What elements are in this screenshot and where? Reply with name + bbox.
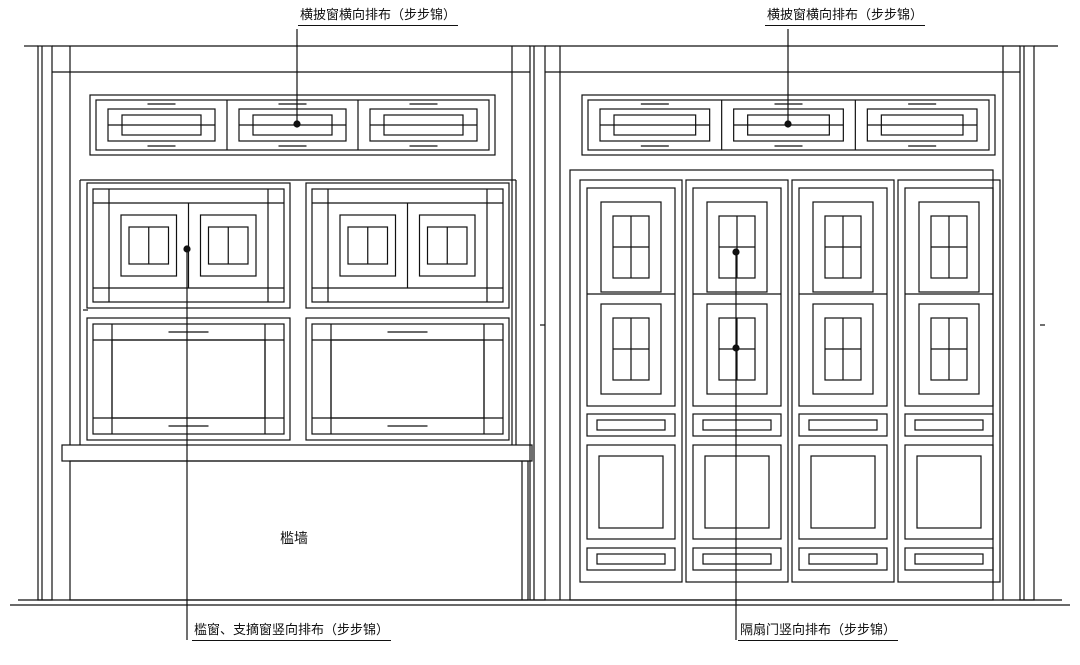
transom-windows — [89, 94, 996, 156]
door-label: 隔扇门竖向排布（步步锦） — [738, 623, 899, 641]
lattice-bar — [918, 201, 980, 293]
door-rail-panel — [692, 547, 782, 571]
lattice-bar — [199, 214, 257, 277]
lattice-bar — [880, 114, 964, 136]
door-rail-panel — [904, 547, 994, 571]
window-sash — [92, 323, 285, 435]
door-skirt-inner — [598, 455, 664, 529]
door-rail-slot — [808, 553, 878, 565]
lattice-bar — [383, 114, 464, 136]
lattice-bar — [600, 201, 662, 293]
leader-dot — [732, 344, 740, 352]
lattice-bar — [120, 214, 178, 277]
door-skirt-panel — [586, 444, 676, 540]
column — [37, 45, 53, 601]
window-sash — [92, 188, 285, 303]
door-frame — [685, 179, 789, 583]
sill-wall — [69, 460, 529, 601]
lattice-bar — [812, 201, 874, 293]
door-rail-panel — [904, 413, 994, 437]
lattice-bar — [418, 214, 476, 277]
door-rail-slot — [808, 419, 878, 431]
door-skirt-panel — [692, 444, 782, 540]
door-frame — [579, 179, 683, 583]
leader-dot — [183, 245, 191, 253]
window-frame — [305, 317, 510, 441]
window-label: 槛窗、支摘窗竖向排布（步步锦） — [192, 623, 392, 641]
door-rail-panel — [586, 413, 676, 437]
door-skirt-inner — [704, 455, 770, 529]
column — [1019, 45, 1035, 601]
column — [529, 45, 546, 601]
window-panel — [330, 339, 485, 419]
window-frame — [86, 317, 291, 441]
leader-lines — [183, 29, 792, 640]
leader-dot — [732, 248, 740, 256]
window-panel — [111, 339, 266, 419]
leader-dot — [293, 120, 301, 128]
door-rail-slot — [596, 553, 666, 565]
transom-inner — [95, 99, 490, 151]
door-frame — [897, 179, 1001, 583]
door-skirt-panel — [798, 444, 888, 540]
window-sash — [311, 323, 504, 435]
lattice-bar — [812, 303, 874, 395]
partition-doors — [569, 169, 1001, 601]
door-skirt-inner — [810, 455, 876, 529]
door-lattice — [798, 187, 888, 407]
door-rail-slot — [702, 419, 772, 431]
door-rail-slot — [914, 419, 984, 431]
transom-frame — [89, 94, 496, 156]
lattice-bar — [600, 303, 662, 395]
window-sash — [311, 188, 504, 303]
lattice-bar — [252, 114, 333, 136]
door-rail-panel — [586, 547, 676, 571]
door-rail-panel — [798, 413, 888, 437]
window-frame — [86, 182, 291, 309]
building-structure — [10, 45, 1070, 606]
door-rail-slot — [702, 553, 772, 565]
door-rail-slot — [914, 553, 984, 565]
lattice-bar — [121, 114, 202, 136]
door-rail-panel — [798, 547, 888, 571]
door-lattice — [904, 187, 994, 407]
sill-wall-cap — [61, 444, 533, 462]
lattice-bar — [613, 114, 697, 136]
lattice-bar — [706, 303, 768, 395]
door-skirt-inner — [916, 455, 982, 529]
door-lattice — [692, 187, 782, 407]
transom-label-right: 横披窗横向排布（步步锦） — [765, 8, 926, 26]
sill-wall-label: 槛墙 — [280, 531, 308, 547]
door-frame — [791, 179, 895, 583]
window-frame — [305, 182, 510, 309]
door-rail-slot — [596, 419, 666, 431]
transom-label-left: 横披窗横向排布（步步锦） — [298, 8, 459, 26]
door-lattice — [586, 187, 676, 407]
lattice-bar — [339, 214, 397, 277]
door-skirt-panel — [904, 444, 994, 540]
lattice-bar — [706, 201, 768, 293]
door-rail-panel — [692, 413, 782, 437]
lattice-windows — [79, 179, 517, 445]
leader-dot — [784, 120, 792, 128]
lattice-bar — [918, 303, 980, 395]
